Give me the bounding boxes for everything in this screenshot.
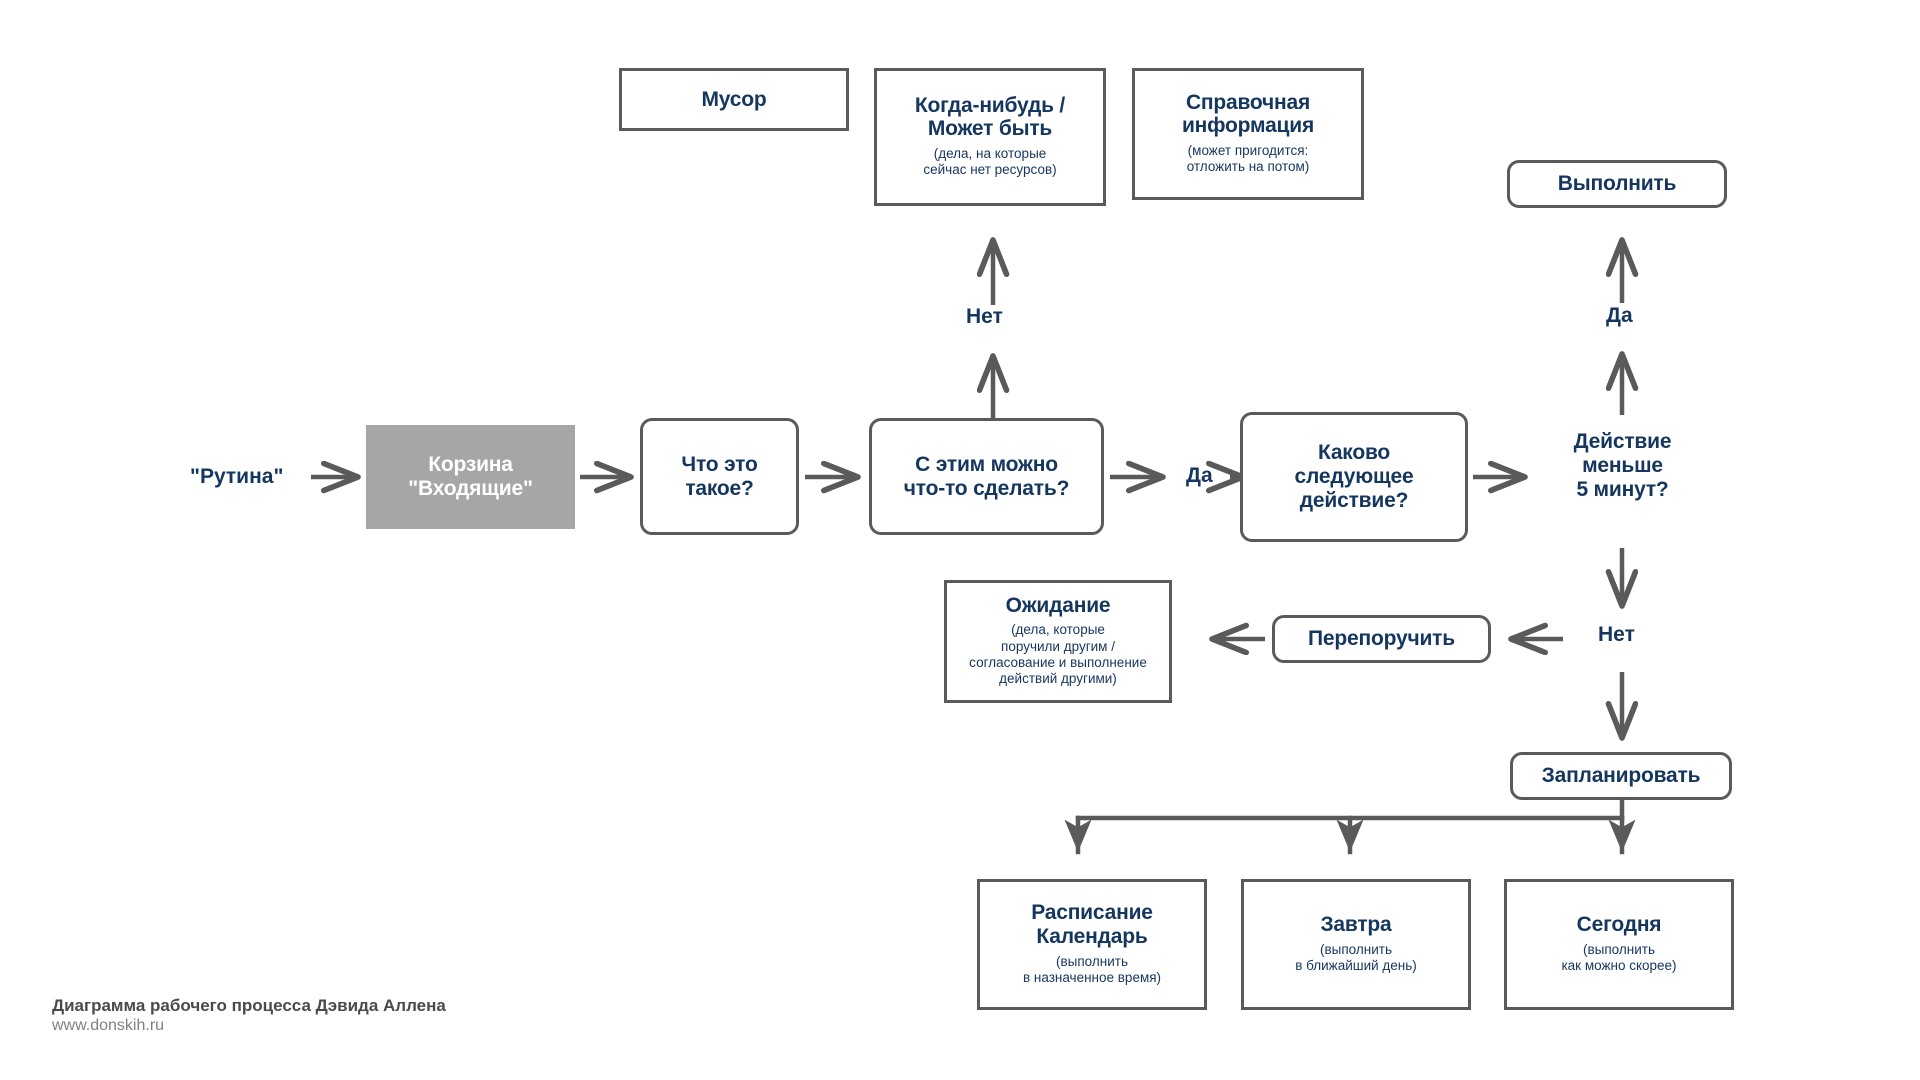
node-someday-subtitle: (дела, на которые сейчас нет ресурсов): [923, 146, 1057, 178]
node-next-action-title: Каково следующее действие?: [1294, 441, 1414, 512]
node-reference[interactable]: Справочная информация (может пригодится:…: [1132, 68, 1364, 200]
node-someday[interactable]: Когда-нибудь / Может быть (дела, на кото…: [874, 68, 1106, 206]
footer-title: Диаграмма рабочего процесса Дэвида Аллен…: [52, 996, 446, 1015]
node-today[interactable]: Сегодня (выполнить как можно скорее): [1504, 879, 1734, 1010]
node-calendar-title: Расписание Календарь: [1031, 901, 1153, 948]
node-delegate[interactable]: Перепоручить: [1272, 615, 1491, 663]
label-can-do-no: Нет: [966, 305, 1003, 328]
node-next-action[interactable]: Каково следующее действие?: [1240, 412, 1468, 542]
node-can-do[interactable]: С этим можно что-то сделать?: [869, 418, 1104, 535]
node-trash[interactable]: Мусор: [619, 68, 849, 131]
node-do-it[interactable]: Выполнить: [1507, 160, 1727, 208]
node-tomorrow-subtitle: (выполнить в ближайший день): [1295, 941, 1417, 973]
node-inbox-title: Корзина "Входящие": [408, 453, 533, 500]
node-waiting-title: Ожидание: [1005, 593, 1111, 617]
node-reference-title: Справочная информация: [1181, 90, 1315, 138]
node-under-five-min-title: Действие меньше 5 минут?: [1573, 430, 1672, 501]
node-today-title: Сегодня: [1576, 912, 1662, 936]
node-schedule-title: Запланировать: [1541, 764, 1701, 788]
node-can-do-title: С этим можно что-то сделать?: [903, 452, 1070, 500]
node-do-it-title: Выполнить: [1557, 172, 1677, 196]
node-what-is-it[interactable]: Что это такое?: [640, 418, 799, 535]
node-calendar[interactable]: Расписание Календарь (выполнить в назнач…: [977, 879, 1207, 1010]
node-what-is-it-title: Что это такое?: [681, 452, 758, 500]
node-waiting-subtitle: (дела, которые поручили другим / согласо…: [969, 622, 1147, 687]
node-reference-subtitle: (может пригодится: отложить на потом): [1186, 143, 1310, 175]
label-routine: "Рутина": [190, 465, 284, 488]
node-delegate-title: Перепоручить: [1308, 627, 1455, 651]
node-under-five-min: Действие меньше 5 минут?: [1530, 426, 1715, 506]
node-waiting[interactable]: Ожидание (дела, которые поручили другим …: [944, 580, 1172, 703]
label-can-do-yes: Да: [1186, 464, 1213, 487]
node-today-subtitle: (выполнить как можно скорее): [1561, 941, 1677, 973]
node-trash-title: Мусор: [701, 87, 767, 111]
footer-url: www.donskih.ru: [52, 1017, 165, 1034]
node-calendar-subtitle: (выполнить в назначенное время): [1022, 953, 1162, 985]
label-under-five-yes: Да: [1606, 304, 1633, 327]
node-tomorrow[interactable]: Завтра (выполнить в ближайший день): [1241, 879, 1471, 1010]
node-tomorrow-title: Завтра: [1320, 912, 1392, 936]
node-someday-title: Когда-нибудь / Может быть: [914, 93, 1066, 141]
node-schedule[interactable]: Запланировать: [1510, 752, 1732, 800]
label-under-five-no: Нет: [1598, 623, 1635, 646]
footer-caption: Диаграмма рабочего процесса Дэвида Аллен…: [52, 996, 446, 1035]
node-inbox[interactable]: Корзина "Входящие": [366, 425, 575, 529]
